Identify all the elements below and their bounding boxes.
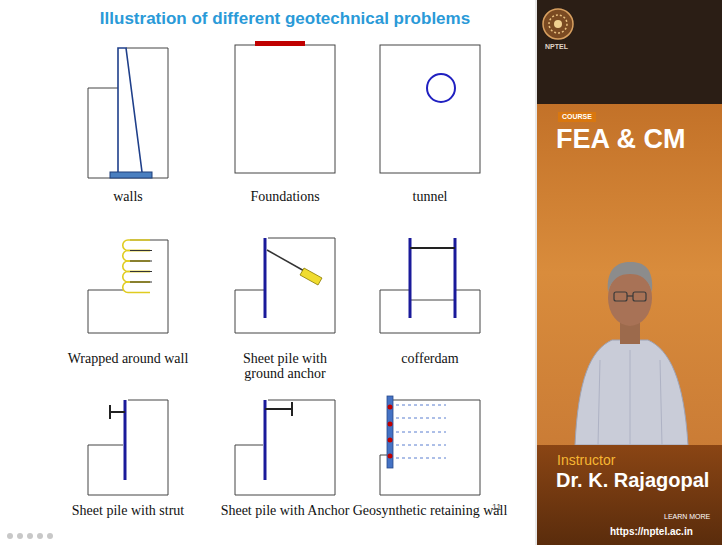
reinforcement-line <box>130 261 152 262</box>
instructor-name: Dr. K. Rajagopal <box>556 469 709 492</box>
nptel-logo <box>543 9 573 39</box>
sheet-pile <box>264 400 267 480</box>
instructor-glasses <box>627 295 633 296</box>
soil-outline <box>88 400 168 495</box>
retaining-wall <box>118 48 142 172</box>
geosynthetic-layer <box>396 418 446 419</box>
figure-panel: Geosynthetic retaining wall <box>380 396 480 496</box>
figure-caption: Sheet pile with Anchor <box>221 503 350 518</box>
sidebar-panel <box>537 0 722 545</box>
wall-facing <box>387 396 393 468</box>
facing-connector <box>388 405 393 410</box>
strut <box>110 411 125 413</box>
figure-panel: Sheet pile with ground anchor <box>235 238 335 334</box>
role-label: Instructor <box>557 452 615 468</box>
wrapped-layer <box>123 261 150 272</box>
facing-connector <box>388 438 393 443</box>
instructor-glasses <box>614 292 627 301</box>
soil-outline <box>235 238 335 333</box>
soil-outline <box>380 400 480 495</box>
sheet-pile <box>409 238 412 318</box>
reinforcement-line <box>130 250 152 251</box>
figure-caption: cofferdam <box>401 351 458 366</box>
anchor-tendon <box>267 250 306 272</box>
toolbar-icon <box>7 533 13 539</box>
sheet-pile <box>264 238 267 318</box>
tie-rod <box>265 408 292 410</box>
course-name: FEA & CM <box>556 124 686 155</box>
website-url: https://nptel.ac.in <box>610 526 693 538</box>
wrapped-layer <box>123 251 150 262</box>
reinforcement-line <box>130 282 152 283</box>
anchor-grout <box>300 268 322 285</box>
toolbar-icon <box>17 533 23 539</box>
wrapped-layer <box>123 240 150 251</box>
soil-outline <box>235 45 335 173</box>
figure-caption: Foundations <box>250 189 319 204</box>
shirt-stripe <box>630 350 631 445</box>
wrapped-layer <box>123 272 150 283</box>
figure-panel: cofferdam <box>380 238 480 334</box>
toolbar-icon <box>37 533 43 539</box>
soil-outline <box>380 45 480 173</box>
reinforcement-line <box>130 271 152 272</box>
shirt-stripe <box>660 360 662 445</box>
soil-outline <box>380 290 480 333</box>
figure-caption: Wrapped around wall <box>68 351 189 366</box>
strut-end <box>109 405 111 419</box>
instructor-hair <box>608 262 652 292</box>
figure-caption: tunnel <box>413 189 448 204</box>
instructor-shirt <box>575 340 688 445</box>
footing-bar <box>255 41 305 46</box>
wrapped-layer <box>123 282 150 293</box>
caption-band <box>537 445 722 545</box>
instructor-glasses <box>633 292 646 301</box>
sheet-pile <box>454 238 457 318</box>
soil-outline <box>88 240 168 333</box>
logo-text: NPTEL <box>545 43 568 51</box>
figure-panel: Sheet pile with Anchor <box>235 400 335 496</box>
geosynthetic-layer <box>396 432 446 433</box>
figure-caption: walls <box>113 189 143 204</box>
figure-panel: Wrapped around wall <box>88 238 168 334</box>
figure-caption: Sheet pile with strut <box>72 503 184 518</box>
nptel-logo <box>549 15 567 33</box>
figure-panel: Sheet pile with strut <box>88 400 168 496</box>
slide-number: 11 <box>492 502 501 512</box>
toolbar-icon <box>27 533 33 539</box>
anchor-plate <box>291 402 293 416</box>
toolbar-icon <box>47 533 53 539</box>
geosynthetic-layer <box>396 445 446 446</box>
geosynthetic-layer <box>396 405 446 406</box>
facing-connector <box>388 422 393 427</box>
strut <box>410 247 455 249</box>
tunnel-lining <box>427 74 455 102</box>
logo-band <box>537 0 722 104</box>
figure-caption: Sheet pile with ground anchor <box>225 351 345 381</box>
slide-title: Illustration of different geotechnical p… <box>40 9 530 29</box>
slide-border <box>536 0 537 545</box>
figure-panel: Foundations <box>235 41 335 174</box>
figure-caption: Geosynthetic retaining wall <box>353 503 508 518</box>
course-tag: COURSE <box>558 112 596 122</box>
nptel-logo <box>554 20 562 28</box>
figure-panel: walls <box>88 45 168 180</box>
geosynthetic-layer <box>396 458 446 459</box>
learn-more: LEARN MORE <box>664 513 710 521</box>
figure-panel: tunnel <box>380 45 480 173</box>
wall-footing <box>110 172 152 178</box>
slide-ground <box>0 0 537 545</box>
facing-connector <box>388 454 393 459</box>
excavation-level <box>411 300 454 301</box>
shirt-stripe <box>598 360 600 445</box>
soil-outline <box>88 48 168 178</box>
soil-outline <box>235 400 335 495</box>
